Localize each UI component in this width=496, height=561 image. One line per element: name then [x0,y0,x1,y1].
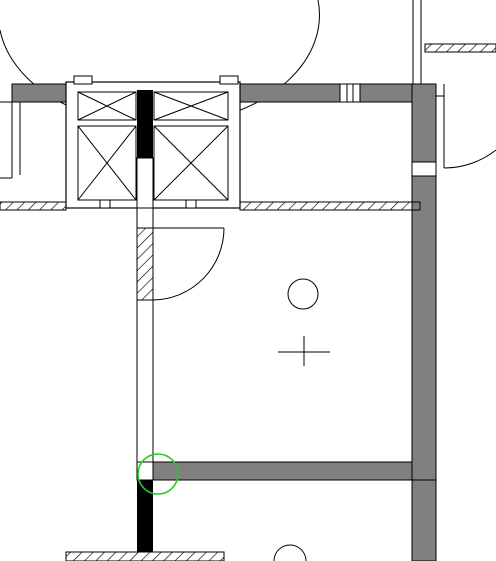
core-column [137,90,153,158]
door-swing-partition [152,227,225,301]
interior-partition [136,207,154,552]
selection-marker[interactable] [137,453,179,495]
column-circle [287,278,319,310]
left-wall-stub [0,101,21,179]
bottom-arc [273,544,307,561]
column-cross [278,336,330,366]
bottom-hatched-wall [65,551,225,561]
right-wall [411,83,437,561]
top-right-hatch-wall [424,43,496,53]
elevator-shaft [65,75,241,209]
mid-hatched-wall [0,201,421,211]
door-swing-right [436,84,496,169]
lower-wall [136,461,413,481]
right-upper-wall-lines [412,0,422,84]
